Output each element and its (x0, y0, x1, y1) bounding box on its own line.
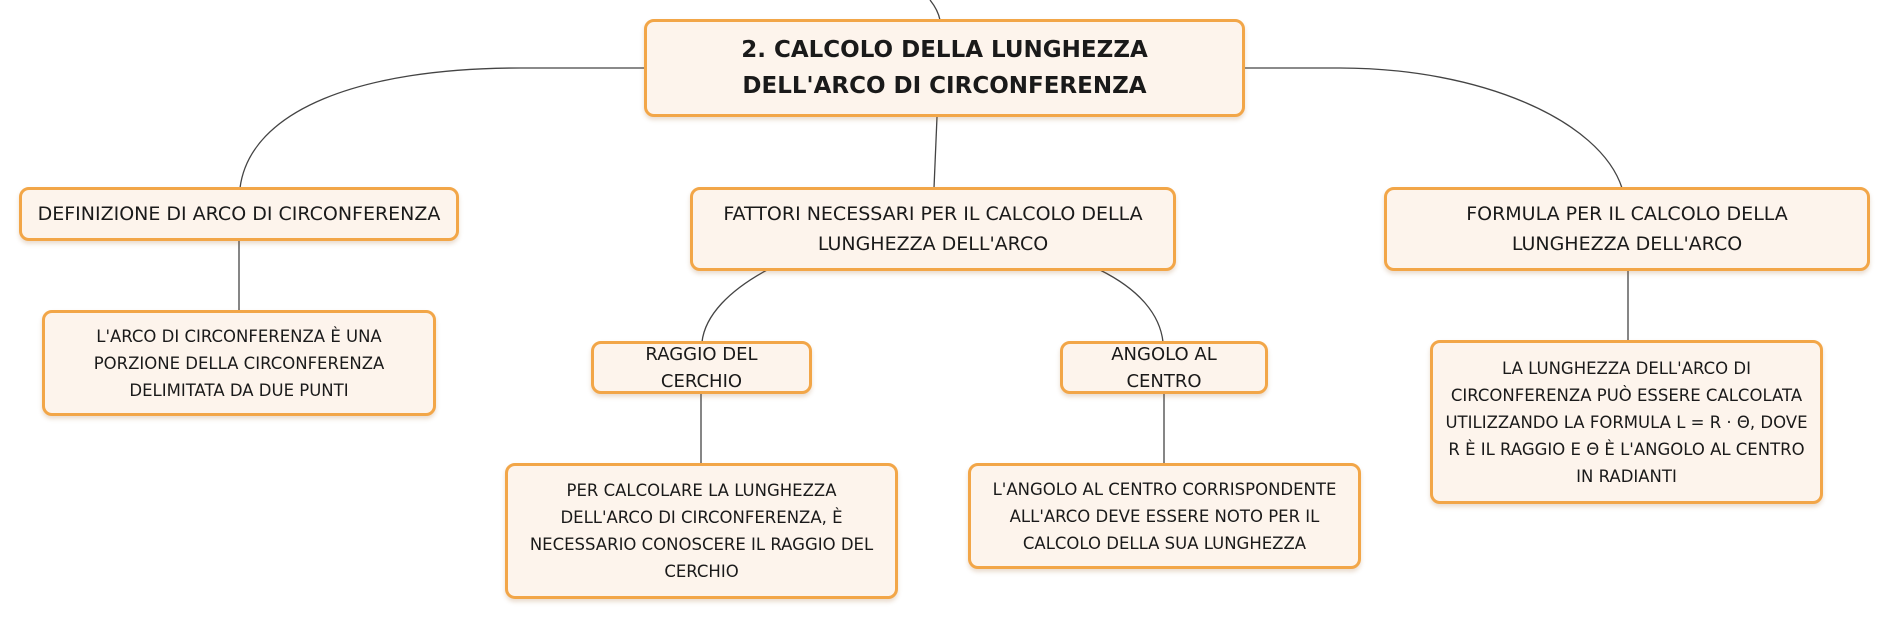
definizione-node[interactable]: DEFINIZIONE DI ARCO DI CIRCONFERENZA (19, 187, 459, 241)
root-topic-label: 2. CALCOLO DELLA LUNGHEZZA DELL'ARCO DI … (741, 37, 1148, 99)
formula-node[interactable]: FORMULA PER IL CALCOLO DELLA LUNGHEZZA D… (1384, 187, 1870, 271)
connector-root-to-formula (1245, 67, 1623, 189)
raggio-detail-text: PER CALCOLARE LA LUNGHEZZA DELL'ARCO DI … (529, 481, 874, 581)
connector-fattori-to-angolo (1099, 269, 1164, 343)
formula-label: FORMULA PER IL CALCOLO DELLA LUNGHEZZA D… (1466, 203, 1788, 255)
definizione-detail-text: L'ARCO DI CIRCONFERENZA È UNA PORZIONE D… (93, 326, 385, 400)
formula-detail-node[interactable]: LA LUNGHEZZA DELL'ARCO DI CIRCONFERENZA … (1430, 340, 1823, 504)
angolo-label: ANGOLO AL CENTRO (1111, 343, 1217, 392)
raggio-label: RAGGIO DEL CERCHIO (645, 343, 758, 392)
connector-root-to-definizione (239, 67, 644, 189)
angolo-detail-node[interactable]: L'ANGOLO AL CENTRO CORRISPONDENTE ALL'AR… (968, 463, 1361, 569)
connector-parent-to-root (929, 0, 941, 21)
definizione-label: DEFINIZIONE DI ARCO DI CIRCONFERENZA (37, 203, 441, 225)
definizione-detail-node[interactable]: L'ARCO DI CIRCONFERENZA È UNA PORZIONE D… (42, 310, 436, 416)
connector-fattori-to-raggio (701, 269, 768, 343)
fattori-node[interactable]: FATTORI NECESSARI PER IL CALCOLO DELLA L… (690, 187, 1176, 271)
formula-detail-text: LA LUNGHEZZA DELL'ARCO DI CIRCONFERENZA … (1445, 358, 1808, 486)
connector-root-to-fattori (933, 116, 938, 189)
raggio-detail-node[interactable]: PER CALCOLARE LA LUNGHEZZA DELL'ARCO DI … (505, 463, 898, 599)
angolo-node[interactable]: ANGOLO AL CENTRO (1060, 341, 1268, 394)
raggio-node[interactable]: RAGGIO DEL CERCHIO (591, 341, 812, 394)
angolo-detail-text: L'ANGOLO AL CENTRO CORRISPONDENTE ALL'AR… (992, 479, 1337, 553)
root-topic-node[interactable]: 2. CALCOLO DELLA LUNGHEZZA DELL'ARCO DI … (644, 19, 1245, 117)
fattori-label: FATTORI NECESSARI PER IL CALCOLO DELLA L… (723, 203, 1143, 255)
